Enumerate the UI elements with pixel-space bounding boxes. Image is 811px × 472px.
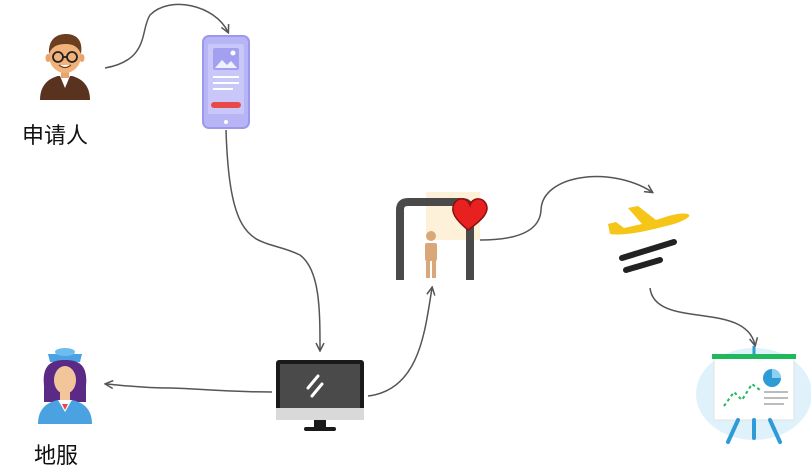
ground-staff-label: 地服 (34, 444, 79, 469)
flight-attendant-icon (38, 348, 92, 424)
desktop-monitor-icon (276, 360, 364, 431)
edge-phone-to-computer (225, 129, 320, 350)
edge-security-gate-to-airplane (479, 175, 652, 241)
person-with-glasses-icon (40, 34, 90, 100)
airplane-takeoff-icon (608, 206, 690, 273)
applicant-label: 申请人 (22, 124, 89, 149)
edge-airplane-to-presentation (649, 287, 755, 345)
mobile-phone-app-icon (202, 35, 250, 129)
security-gate-with-heart-icon (396, 192, 488, 280)
presentation-board-chart-icon (696, 346, 811, 444)
edge-computer-to-ground-staff (106, 384, 273, 393)
edge-applicant-to-phone (104, 3, 228, 69)
edge-computer-to-security-gate (367, 288, 432, 397)
edges (104, 3, 755, 397)
